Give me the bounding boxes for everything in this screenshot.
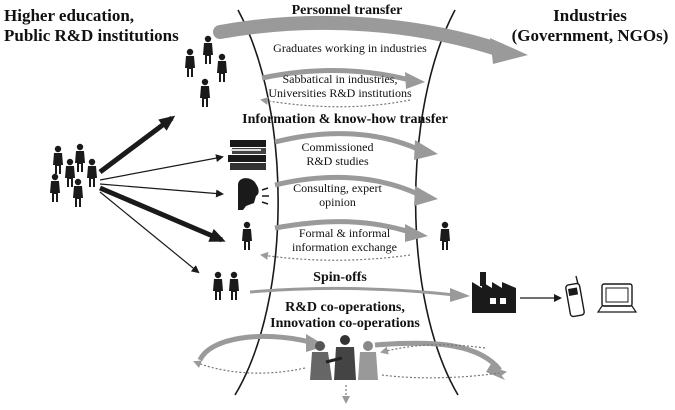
right-header: Industries (Government, NGOs) — [510, 6, 670, 46]
funnel-left-boundary — [234, 9, 279, 396]
arrow-to-books — [99, 154, 224, 181]
mobile-phone-icon — [565, 275, 585, 318]
coop-dotted-right-low — [381, 369, 507, 379]
people-cluster-icon — [185, 35, 227, 107]
factory-icon — [472, 272, 516, 313]
arrow-to-exchange — [99, 185, 226, 243]
commissioned-label: Commissioned R&D studies — [301, 140, 374, 168]
person-icon — [242, 221, 252, 250]
people-spinoff-icon — [213, 271, 239, 300]
books-icon — [228, 140, 266, 170]
people-group-icon — [50, 143, 97, 207]
right-header-line2: (Government, NGOs) — [511, 26, 669, 45]
cooperation-title-line2: Innovation co-operations — [270, 316, 420, 331]
left-header-line2: Public R&D institutions — [4, 26, 179, 45]
personnel-transfer-title: Personnel transfer — [291, 3, 403, 18]
coop-dotted-right — [380, 344, 486, 355]
sabbatical-label: Sabbatical in industries, Universities R… — [268, 72, 412, 100]
arrow-to-personnel — [98, 115, 176, 174]
left-header: Higher education, Public R&D institution… — [4, 6, 179, 46]
person-icon — [440, 221, 450, 250]
left-header-line1: Higher education, — [4, 6, 135, 25]
speaking-head-icon — [238, 178, 269, 210]
sabbatical-return-arrow — [260, 97, 411, 108]
cooperation-title: R&D co-operations, Innovation co-operati… — [250, 300, 440, 332]
info-exchange-label: Formal & informal information exchange — [292, 226, 397, 254]
coop-right-arrow — [374, 340, 502, 372]
information-transfer-title: Information & know-how transfer — [242, 112, 448, 127]
arrow-to-consulting — [99, 183, 224, 198]
consulting-label: Consulting, expert opinion — [293, 181, 382, 209]
commissioned-arrow — [274, 131, 422, 153]
consulting-arrow — [274, 174, 422, 198]
info-exchange-arrow — [274, 219, 411, 235]
graduates-label: Graduates working in industries — [273, 41, 427, 55]
handshake-icon — [310, 335, 378, 380]
right-header-line1: Industries — [553, 6, 627, 25]
info-exchange-return-arrow — [260, 251, 411, 261]
coop-left-arrow — [197, 333, 311, 362]
sabbatical-arrow — [261, 68, 411, 83]
spinoffs-arrow — [249, 286, 456, 297]
graduates-arrow — [213, 15, 507, 57]
spinoffs-title: Spin-offs — [313, 270, 367, 285]
cooperation-title-line1: R&D co-operations, — [285, 300, 405, 315]
arrow-to-spinoffs — [99, 191, 200, 274]
computer-icon — [596, 283, 638, 313]
